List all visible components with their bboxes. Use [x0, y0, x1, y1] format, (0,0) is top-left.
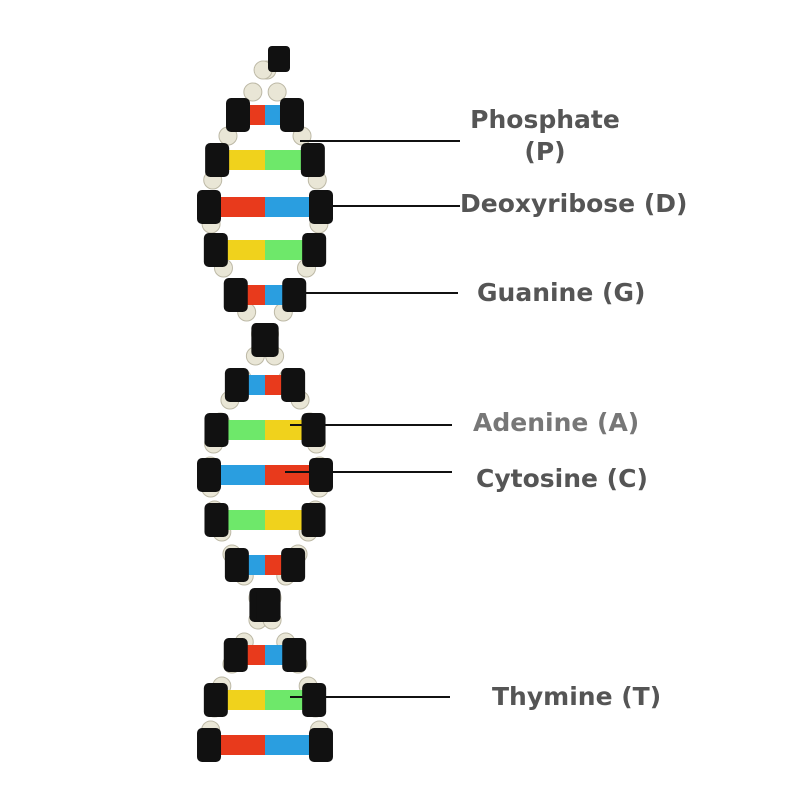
phosphate-bead	[267, 82, 287, 102]
base-yellow	[216, 240, 265, 260]
adenine-pointer	[290, 424, 452, 426]
deoxyribose-left	[197, 458, 221, 492]
base-red	[265, 465, 320, 485]
deoxyribose-left	[226, 98, 251, 132]
deoxyribose-right	[309, 190, 333, 224]
deoxyribose-right	[308, 728, 333, 762]
deoxyribose-right	[256, 588, 281, 622]
deoxyribose-left	[205, 143, 230, 177]
phosphate-pointer	[300, 140, 460, 142]
deoxyribose-right	[254, 323, 279, 357]
deoxyribose-right	[281, 548, 306, 582]
deoxyribose-left	[224, 368, 249, 402]
deoxyribose-left	[204, 413, 229, 447]
base-yellow	[218, 150, 265, 170]
deoxyribose-left	[197, 728, 222, 762]
base-yellow	[216, 690, 265, 710]
cytosine-label: Cytosine (C)	[476, 464, 648, 493]
base-green	[265, 690, 314, 710]
base-green	[217, 420, 265, 440]
deoxyribose-right	[300, 143, 325, 177]
deoxyribose-left	[203, 233, 228, 267]
deoxyribose-right	[302, 233, 327, 267]
deoxyribose-left	[204, 503, 229, 537]
phosphate-label: Phosphate (P)	[465, 104, 625, 168]
deoxyribose-left	[197, 190, 221, 224]
top-cap	[268, 46, 290, 72]
deoxyribose-left	[223, 278, 248, 312]
base-red	[210, 735, 265, 755]
base-green	[265, 240, 314, 260]
adenine-label: Adenine (A)	[473, 408, 640, 437]
thymine-pointer	[290, 696, 450, 698]
deoxyribose-left	[203, 683, 228, 717]
deoxyribose-right	[281, 368, 306, 402]
phosphate-label-line1: Phosphate	[470, 105, 620, 134]
base-blue	[265, 197, 320, 217]
base-red	[210, 197, 265, 217]
deoxyribose-right	[302, 683, 327, 717]
deoxyribose-right	[301, 413, 326, 447]
guanine-pointer	[285, 292, 458, 294]
thymine-label: Thymine (T)	[492, 682, 662, 711]
deoxyribose-right	[282, 638, 307, 672]
deoxyribose-label: Deoxyribose (D)	[460, 189, 688, 218]
phosphate-label-line2: (P)	[524, 137, 566, 166]
base-blue	[210, 465, 265, 485]
cytosine-pointer	[285, 471, 452, 473]
deoxyribose-left	[223, 638, 248, 672]
deoxyribose-left	[224, 548, 249, 582]
deoxyribose-right	[301, 503, 326, 537]
guanine-label: Guanine (G)	[477, 278, 646, 307]
base-blue	[265, 735, 320, 755]
deoxyribose-pointer	[320, 205, 460, 207]
deoxyribose-right	[279, 98, 304, 132]
base-green	[217, 510, 265, 530]
deoxyribose-right	[309, 458, 333, 492]
phosphate-bead	[243, 82, 263, 102]
base-green	[265, 150, 312, 170]
base-yellow	[265, 510, 313, 530]
deoxyribose-right	[282, 278, 307, 312]
